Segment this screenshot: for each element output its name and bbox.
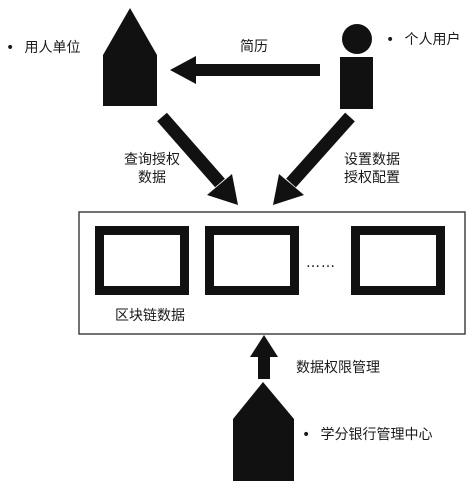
set-data-authorization-line-1: 设置数据 [344, 152, 400, 168]
resume-edge-label: 简历 [240, 39, 268, 55]
data-permission-arrow [250, 335, 278, 379]
set-data-authorization-line-2: 授权配置 [344, 170, 400, 186]
block-3 [351, 226, 445, 295]
resume-arrow [170, 56, 320, 84]
blocks-ellipsis: …… [306, 255, 336, 271]
employer-label-text: 用人单位 [24, 40, 81, 56]
credit-bank-center-node-icon [233, 382, 294, 481]
query-authorization-edge-label: 查询授权 数据 [117, 151, 187, 187]
query-authorization-arrow [157, 112, 238, 205]
block-2 [205, 226, 299, 295]
employer-node-icon [103, 8, 157, 106]
data-permission-edge-label: 数据权限管理 [296, 360, 380, 376]
individual-user-label: 个人用户 [386, 31, 460, 49]
individual-user-label-text: 个人用户 [404, 32, 461, 48]
credit-bank-center-label: 学分银行管理中心 [302, 426, 432, 444]
blockchain-data-label: 区块链数据 [115, 308, 185, 324]
query-authorization-line-1: 查询授权 [124, 152, 180, 168]
employer-label: 用人单位 [6, 39, 80, 57]
set-data-authorization-arrow [273, 112, 355, 205]
credit-bank-center-label-text: 学分银行管理中心 [320, 427, 433, 443]
set-data-authorization-edge-label: 设置数据 授权配置 [337, 151, 407, 187]
individual-user-node-icon [340, 24, 373, 109]
query-authorization-line-2: 数据 [138, 170, 166, 186]
block-1 [95, 226, 189, 295]
